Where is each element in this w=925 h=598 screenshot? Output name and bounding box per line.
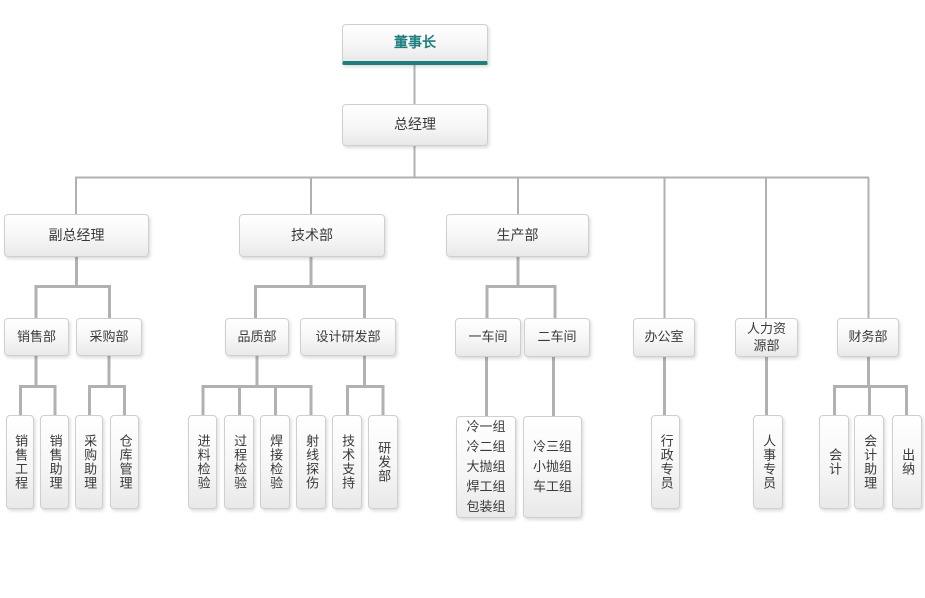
node-hr-specialist[interactable]: 人事专员 bbox=[753, 415, 783, 509]
node-quality-dept[interactable]: 品质部 bbox=[225, 318, 289, 356]
node-technical-support[interactable]: 技术支持 bbox=[332, 415, 362, 509]
node-process-inspection[interactable]: 过程检验 bbox=[224, 415, 254, 509]
node-workshop-1[interactable]: 一车间 bbox=[455, 318, 521, 357]
node-design-rnd-dept[interactable]: 设计研发部 bbox=[300, 318, 396, 356]
node-rnd-dept[interactable]: 研发部 bbox=[368, 415, 398, 509]
node-cashier[interactable]: 出纳 bbox=[892, 415, 922, 509]
node-hr-dept[interactable]: 人力资源部 bbox=[735, 318, 798, 357]
node-purchasing-dept[interactable]: 采购部 bbox=[76, 318, 142, 356]
node-accounting-assistant[interactable]: 会计助理 bbox=[854, 415, 884, 509]
node-incoming-inspection[interactable]: 进料检验 bbox=[188, 415, 217, 509]
node-welding-inspection[interactable]: 焊接检验 bbox=[260, 415, 290, 509]
node-workshop-2-groups[interactable]: 冷三组 小抛组 车工组 bbox=[523, 416, 582, 518]
node-radiographic-testing[interactable]: 射线探伤 bbox=[296, 415, 326, 509]
node-production-dept[interactable]: 生产部 bbox=[446, 214, 589, 257]
node-sales-engineering[interactable]: 销售工程 bbox=[6, 415, 34, 509]
node-sales-assistant[interactable]: 销售助理 bbox=[40, 415, 69, 509]
node-admin-specialist[interactable]: 行政专员 bbox=[651, 415, 680, 509]
node-office[interactable]: 办公室 bbox=[633, 318, 695, 357]
node-technology-dept[interactable]: 技术部 bbox=[239, 214, 385, 257]
node-deputy-general-manager[interactable]: 副总经理 bbox=[4, 214, 149, 257]
node-accountant[interactable]: 会计 bbox=[819, 415, 849, 509]
node-chairman[interactable]: 董事长 bbox=[342, 24, 488, 65]
node-workshop-2[interactable]: 二车间 bbox=[524, 318, 590, 357]
node-warehouse-management[interactable]: 仓库管理 bbox=[110, 415, 139, 509]
node-finance-dept[interactable]: 财务部 bbox=[837, 318, 899, 357]
node-workshop-1-groups[interactable]: 冷一组 冷二组 大抛组 焊工组 包装组 bbox=[456, 416, 516, 518]
node-purchasing-assistant[interactable]: 采购助理 bbox=[75, 415, 103, 509]
node-general-manager[interactable]: 总经理 bbox=[342, 104, 488, 146]
node-sales-dept[interactable]: 销售部 bbox=[4, 318, 69, 356]
